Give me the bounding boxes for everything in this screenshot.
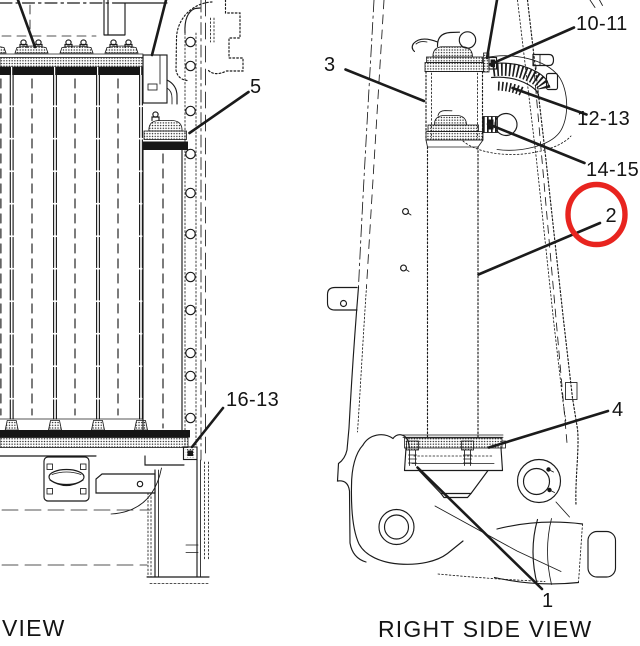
- leader-line-1: [416, 466, 544, 591]
- frame-lug-bracket: [350, 434, 464, 565]
- leader-line-12-13: [511, 86, 588, 116]
- part-16-13-fitting: [182, 446, 198, 461]
- right-view-frame-left-edge: [326, 0, 385, 563]
- leader-line-4: [487, 409, 610, 449]
- side-tank-column: [142, 54, 188, 431]
- radiator-top-gasket-band: [0, 57, 144, 68]
- callout-16-13-label: 16-13: [226, 389, 279, 411]
- bottom-bracket-arm: [95, 467, 162, 515]
- frame-bolt-strip: [184, 7, 201, 448]
- right-view: 3 10-11 12-13 14-15 2 4 1 RIGHT SIDE VIE…: [324, 0, 639, 642]
- left-view-machine-outline-top: [0, 0, 168, 37]
- right-view-title: RIGHT SIDE VIEW: [378, 616, 592, 642]
- cutoff-leader-line-left-1: [16, 0, 37, 49]
- callout-14-15-label: 14-15: [586, 159, 639, 181]
- leader-line-2: [477, 221, 602, 276]
- cross-tube-end-cap: [587, 530, 617, 578]
- radiator-core-tubes: [0, 74, 143, 420]
- callout-10-11-label: 10-11: [576, 13, 628, 35]
- leader-line-14-15: [486, 122, 586, 165]
- left-view-machine-outline-right: [175, 0, 244, 461]
- radiator-top-dark-band: [0, 67, 143, 75]
- left-view: 5 16-13 VIEW: [0, 0, 279, 641]
- cylinder-tube-sides: [426, 146, 479, 438]
- radiator-top-caps: [0, 39, 144, 55]
- leader-line-10-11: [488, 26, 576, 66]
- outlet-flange-plate: [43, 456, 90, 502]
- right-view-frame-right-edge: [517, 0, 603, 506]
- radiator-top-band-gaps: [11, 67, 142, 75]
- leader-line-3: [344, 68, 426, 103]
- callout-5-label: 5: [250, 76, 262, 98]
- callout-4-label: 4: [612, 399, 624, 421]
- leader-line-5: [188, 90, 250, 135]
- cylinder-gland-cap: [434, 115, 467, 126]
- part-12-13-hose-clamp: [490, 62, 559, 97]
- leader-line-16-13: [190, 406, 225, 449]
- callout-3-label: 3: [324, 54, 336, 76]
- left-view-title: VIEW: [2, 615, 66, 641]
- weld-marks: [400, 208, 412, 272]
- cylinder-top-cap: [432, 46, 473, 58]
- highlight-circle: [565, 181, 628, 248]
- cylinder-trunnion-mount: [402, 434, 506, 499]
- cutoff-leader-line-right: [485, 0, 499, 60]
- radiator-bottom-header: [0, 418, 190, 466]
- callout-2-label: 2: [606, 205, 618, 227]
- callout-1-label: 1: [542, 590, 554, 612]
- left-view-lower-frame: [1, 459, 211, 584]
- cutoff-leader-line-left-2: [150, 0, 168, 57]
- callout-12-13-label: 12-13: [577, 108, 630, 130]
- cross-tube-top: [496, 521, 584, 530]
